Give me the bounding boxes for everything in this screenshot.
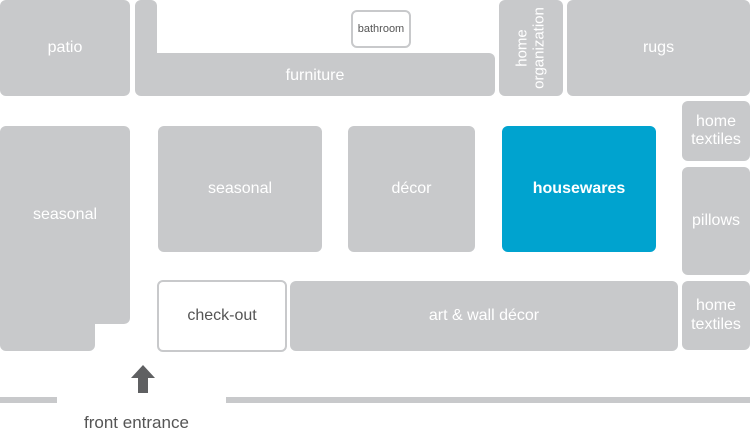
- zone-art-wall-decor[interactable]: art & wall décor: [290, 281, 678, 351]
- zone-housewares-label: housewares: [532, 179, 626, 197]
- zone-rugs-label: rugs: [642, 38, 675, 56]
- zone-home-textiles-top[interactable]: home textiles: [682, 101, 750, 161]
- zone-furniture-post[interactable]: [135, 0, 157, 60]
- zone-decor[interactable]: décor: [348, 126, 475, 252]
- zone-seasonal-left-label: seasonal: [32, 205, 98, 223]
- front-entrance-label: front entrance: [84, 413, 189, 432]
- zone-bathroom-label: bathroom: [357, 22, 405, 35]
- zone-home-textiles-bottom-label: home textiles: [691, 297, 741, 333]
- zone-home-textiles-top-label: home textiles: [691, 112, 741, 148]
- zone-rugs[interactable]: rugs: [567, 0, 750, 96]
- zone-patio-label: patio: [47, 38, 83, 56]
- zone-furniture[interactable]: furniture: [135, 53, 495, 96]
- zone-checkout[interactable]: check-out: [157, 280, 287, 352]
- zone-home-organization[interactable]: home organization: [499, 0, 563, 96]
- zone-art-wall-decor-label: art & wall décor: [428, 306, 540, 324]
- zone-seasonal-center[interactable]: seasonal: [158, 126, 322, 252]
- zone-housewares[interactable]: housewares: [502, 126, 656, 252]
- zone-seasonal-left-lower[interactable]: [0, 318, 95, 351]
- zone-pillows-label: pillows: [691, 211, 740, 229]
- zone-decor-label: décor: [391, 179, 432, 197]
- zone-furniture-label: furniture: [285, 67, 345, 85]
- zone-patio[interactable]: patio: [0, 0, 130, 96]
- front-wall-right: [226, 397, 750, 403]
- front-wall-left: [0, 397, 57, 403]
- zone-pillows[interactable]: pillows: [682, 167, 750, 275]
- zone-checkout-label: check-out: [187, 306, 257, 324]
- zone-home-textiles-bottom[interactable]: home textiles: [682, 281, 750, 350]
- zone-bathroom[interactable]: bathroom: [351, 10, 411, 48]
- zone-seasonal-center-label: seasonal: [207, 179, 273, 197]
- zone-home-organization-label: home organization: [513, 7, 548, 89]
- up-arrow-icon: [131, 365, 155, 393]
- zone-seasonal-left[interactable]: seasonal: [0, 126, 130, 324]
